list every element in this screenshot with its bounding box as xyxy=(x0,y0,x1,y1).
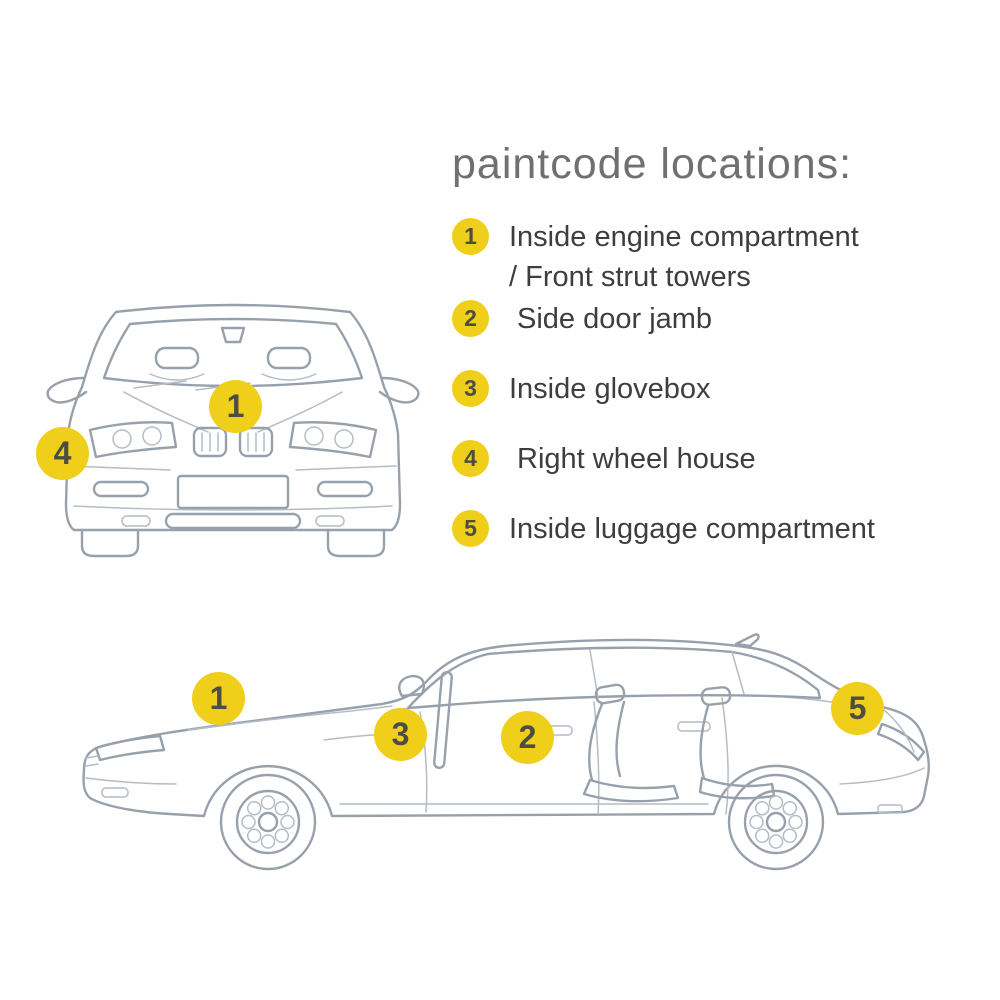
front-view-linework xyxy=(46,303,420,558)
right-seat-line xyxy=(261,373,317,381)
hood-seam xyxy=(187,705,393,731)
legend-item-luggage-compartment: 5 Inside luggage compartment xyxy=(452,509,992,549)
front-seat-back xyxy=(588,700,626,782)
front-bumper-line xyxy=(85,777,177,785)
left-headrest xyxy=(154,346,200,370)
legend-item-glovebox: 3 Inside glovebox xyxy=(452,369,992,409)
legend-item-door-jamb: 2 Side door jamb xyxy=(452,299,992,339)
legend-label-1: Inside engine compartment xyxy=(509,221,859,253)
grille-left-kidney xyxy=(192,426,228,458)
marker-side-doorjamb: 2 xyxy=(501,711,554,764)
right-headlight xyxy=(288,421,378,459)
front-wheel-spoke-holes xyxy=(241,795,295,849)
legend-badge-5: 5 xyxy=(452,510,489,547)
legend-label-3: Inside glovebox xyxy=(509,373,711,405)
car-front-view-diagram xyxy=(46,303,420,558)
hood-creases xyxy=(123,391,343,433)
right-headlight-ring-outer xyxy=(334,429,354,449)
side-view-linework xyxy=(82,633,930,871)
lower-bumper-crease xyxy=(73,505,393,511)
legend-label-2: Side door jamb xyxy=(517,303,713,335)
front-wheel xyxy=(219,773,317,871)
rear-seat-headrest xyxy=(700,686,732,706)
c-pillar-divider xyxy=(731,651,745,695)
right-side-mirror xyxy=(378,376,420,404)
side-headlight xyxy=(94,734,166,762)
front-seat-headrest xyxy=(594,683,626,705)
front-body-outline xyxy=(64,303,402,532)
legend-item-wheel-house: 4 Right wheel house xyxy=(452,439,992,479)
legend-label-5: Inside luggage compartment xyxy=(509,513,875,545)
side-mirror xyxy=(398,674,426,698)
marker-front-wheelhouse: 4 xyxy=(36,427,89,480)
nose-grille-lines xyxy=(85,755,99,767)
grille-slats xyxy=(201,432,265,452)
side-body-outline xyxy=(82,638,930,818)
marker-front-hood: 1 xyxy=(209,380,262,433)
left-indicator xyxy=(92,480,150,498)
door-seams xyxy=(419,697,729,815)
car-side-view-diagram xyxy=(82,633,930,871)
right-headlight-ring-inner xyxy=(304,426,324,446)
right-indicator xyxy=(316,480,374,498)
left-side-mirror xyxy=(46,376,88,404)
page-title: paintcode locations: xyxy=(452,140,853,188)
rear-bumper-line xyxy=(839,767,925,785)
marker-side-luggage: 5 xyxy=(831,682,884,735)
left-seat-line xyxy=(149,373,205,381)
taillight xyxy=(876,722,926,762)
left-headlight-ring-inner xyxy=(142,426,162,446)
rearview-mirror xyxy=(220,326,246,344)
legend-label-4: Right wheel house xyxy=(517,443,756,475)
marker-side-glovebox: 3 xyxy=(374,708,427,761)
left-fog-light xyxy=(121,515,151,527)
marker-side-hood: 1 xyxy=(192,672,245,725)
exhaust-tip xyxy=(877,804,903,814)
legend: paintcode locations: 1 Inside engine com… xyxy=(452,140,992,579)
right-fog-light xyxy=(315,515,345,527)
front-fog-light xyxy=(101,787,129,798)
trunk-seam xyxy=(883,709,915,753)
window-opening xyxy=(406,646,822,710)
grille-right-kidney xyxy=(238,426,274,458)
license-plate xyxy=(176,474,290,510)
rear-door-handle xyxy=(677,721,711,732)
front-right-wheel xyxy=(326,528,386,558)
legend-badge-2: 2 xyxy=(452,300,489,337)
legend-item-engine-compartment: 1 Inside engine compartment / Front stru… xyxy=(452,217,992,297)
rear-wheel xyxy=(727,773,825,871)
legend-label-1-line2: / Front strut towers xyxy=(509,261,751,293)
rear-seat-back xyxy=(699,704,710,780)
roof-antenna-fin xyxy=(734,633,760,648)
front-windshield xyxy=(102,317,364,388)
left-headlight xyxy=(88,421,178,459)
left-headlight-ring-outer xyxy=(112,429,132,449)
door-jamb-strip xyxy=(433,670,453,770)
front-seat-cushion xyxy=(582,778,680,803)
bumper-line xyxy=(69,465,397,471)
legend-badge-4: 4 xyxy=(452,440,489,477)
right-headrest xyxy=(266,346,312,370)
lower-air-intake xyxy=(164,512,302,530)
front-left-wheel xyxy=(80,528,140,558)
rear-wheel-spoke-holes xyxy=(749,795,803,849)
legend-badge-1: 1 xyxy=(452,218,489,255)
legend-badge-3: 3 xyxy=(452,370,489,407)
